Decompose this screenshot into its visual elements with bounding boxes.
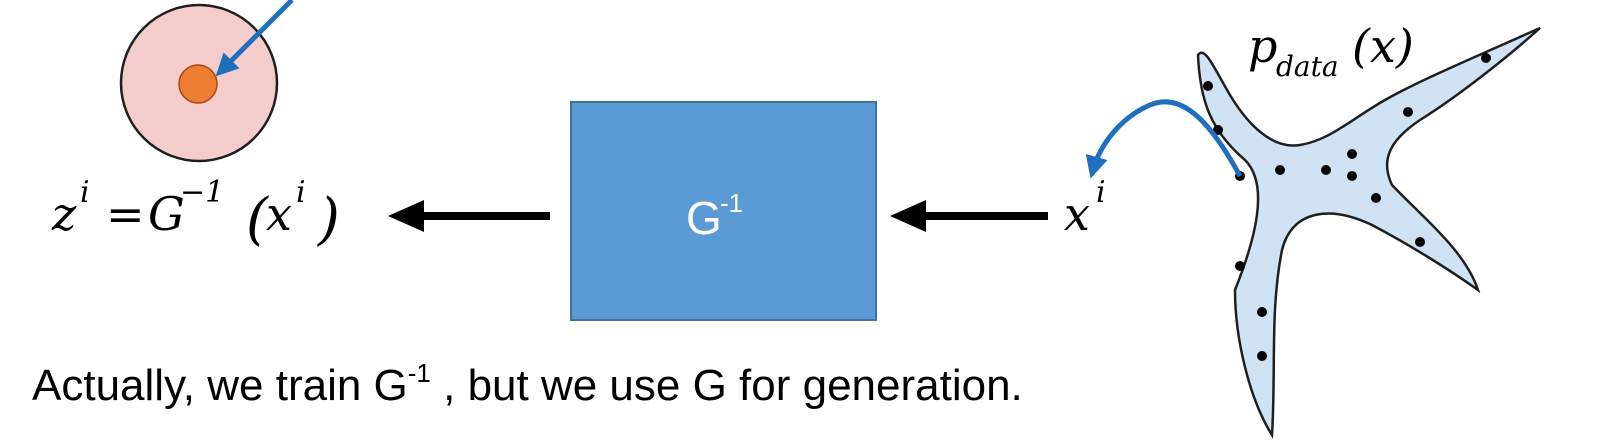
eq-z-sup: i: [80, 175, 90, 210]
data-distribution: p data (x): [1085, 19, 1541, 439]
data-point: [1275, 165, 1285, 175]
eq-x-sup: i: [296, 175, 306, 210]
data-point: [1415, 237, 1425, 247]
data-distribution-blob: [1196, 26, 1541, 439]
data-point: [1347, 171, 1357, 181]
input-x-sup: i: [1096, 175, 1106, 210]
caption-part-1: Actually, we train G: [32, 361, 408, 410]
data-point: [1321, 165, 1331, 175]
pdata-argument: (x): [1352, 19, 1414, 73]
data-points: [1203, 53, 1491, 361]
sample-arrow: [1085, 99, 1243, 179]
data-point: [1257, 307, 1267, 317]
pdata-p: p: [1248, 19, 1277, 73]
inverse-generator-box: G -1: [570, 101, 877, 321]
data-point: [1257, 351, 1267, 361]
eq-close-paren: ): [317, 187, 340, 252]
svg-text:Actually, we train G-1 , but w: Actually, we train G-1 , but we use G fo…: [32, 358, 1023, 410]
input-sample-label: x i: [1064, 175, 1106, 241]
input-x: x: [1064, 187, 1090, 241]
caption: Actually, we train G-1 , but we use G fo…: [32, 358, 1023, 410]
caption-superscript: -1: [408, 358, 431, 388]
eq-G: G: [148, 187, 185, 241]
eq-z: z: [51, 187, 77, 241]
eq-equals: =: [106, 187, 145, 241]
arrow-box-to-latent: [388, 200, 550, 232]
eq-open-paren: (: [246, 187, 269, 252]
data-point: [1481, 53, 1491, 63]
arrow-input-to-box: [890, 200, 1048, 232]
data-point: [1213, 125, 1223, 135]
prior-distribution: [119, 0, 294, 163]
latent-equation: z i = G −1 ( x i ): [51, 175, 340, 252]
data-point: [1203, 81, 1213, 91]
data-point: [1371, 193, 1381, 203]
mapping-arrow-into-latent: [215, 0, 294, 77]
caption-part-2: , but we use G for generation.: [431, 361, 1023, 410]
data-point: [1347, 149, 1357, 159]
data-point: [1235, 261, 1245, 271]
box-label: G: [686, 192, 722, 244]
box-label-sup: -1: [720, 188, 743, 218]
pdata-subscript: data: [1276, 50, 1339, 83]
eq-x: x: [266, 187, 292, 241]
eq-G-sup: −1: [180, 175, 224, 210]
latent-point-dot: [178, 64, 218, 104]
data-point: [1403, 107, 1413, 117]
